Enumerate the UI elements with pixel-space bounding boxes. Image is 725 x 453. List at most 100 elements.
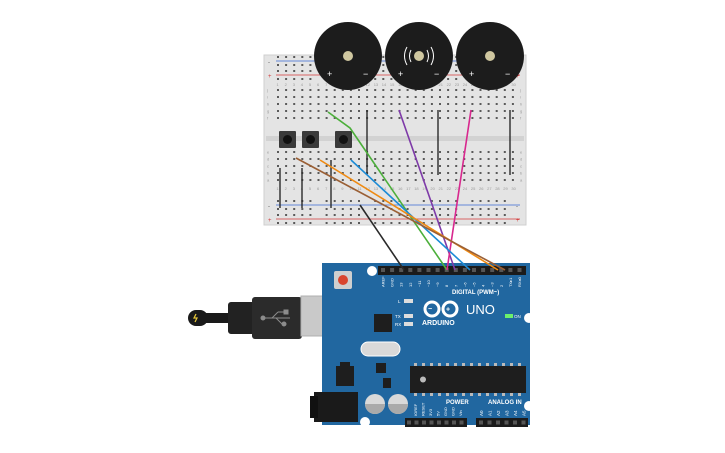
rail-hole bbox=[503, 222, 506, 224]
rail-hole bbox=[495, 208, 498, 210]
grid-hole bbox=[341, 117, 344, 119]
column-number: 2 bbox=[285, 186, 288, 191]
rail-hole bbox=[293, 64, 296, 66]
header-socket[interactable] bbox=[452, 420, 456, 425]
pushbutton-2[interactable] bbox=[302, 131, 319, 148]
header-socket[interactable] bbox=[504, 420, 509, 425]
header-socket[interactable] bbox=[487, 420, 492, 425]
rail-hole bbox=[495, 222, 498, 224]
mounting-hole bbox=[524, 401, 534, 411]
grid-hole bbox=[511, 172, 514, 174]
grid-hole bbox=[430, 151, 433, 153]
digital-pin-label: ~6 bbox=[462, 282, 467, 287]
rail-hole bbox=[309, 78, 312, 80]
rail-hole bbox=[430, 200, 433, 202]
grid-hole bbox=[277, 89, 279, 91]
header-socket[interactable] bbox=[479, 420, 483, 425]
rail-hole bbox=[358, 200, 360, 202]
analog-pin-label: A1 bbox=[488, 410, 493, 416]
grid-hole bbox=[487, 158, 490, 160]
rail-minus-bottom-right: - bbox=[516, 204, 518, 210]
header-socket[interactable] bbox=[414, 420, 419, 425]
capacitor bbox=[388, 394, 408, 414]
grid-hole bbox=[341, 165, 344, 167]
grid-hole bbox=[422, 117, 425, 119]
grid-hole bbox=[358, 179, 360, 181]
header-socket[interactable] bbox=[459, 420, 464, 425]
rail-hole bbox=[455, 214, 458, 216]
header-socket[interactable] bbox=[496, 420, 500, 425]
header-socket[interactable] bbox=[417, 268, 422, 272]
power-header bbox=[405, 418, 467, 427]
header-socket[interactable] bbox=[517, 268, 522, 272]
grid-hole bbox=[390, 158, 393, 160]
dc-power-jack bbox=[314, 392, 358, 422]
header-socket[interactable] bbox=[472, 268, 476, 272]
grid-hole bbox=[293, 89, 296, 91]
led-label-tx: TX bbox=[395, 314, 401, 319]
grid-hole bbox=[471, 158, 474, 160]
chip-pin bbox=[438, 393, 441, 396]
header-socket[interactable] bbox=[490, 268, 495, 272]
rail-hole bbox=[293, 70, 296, 72]
chip-pin bbox=[446, 393, 449, 396]
column-number: 5 bbox=[309, 186, 312, 191]
header-socket[interactable] bbox=[453, 268, 458, 272]
header-socket[interactable] bbox=[390, 268, 395, 272]
header-socket[interactable] bbox=[381, 268, 385, 272]
digital-pin-label: ~9 bbox=[435, 282, 440, 287]
header-socket[interactable] bbox=[481, 268, 486, 272]
grid-hole bbox=[382, 103, 385, 105]
header-socket[interactable] bbox=[462, 268, 467, 272]
grid-hole bbox=[358, 165, 360, 167]
row-letter: j bbox=[266, 88, 268, 93]
pushbutton-1[interactable] bbox=[279, 131, 296, 148]
lightning-icon bbox=[193, 313, 198, 323]
capacitor bbox=[365, 394, 385, 414]
grid-hole bbox=[390, 172, 393, 174]
digital-pwm-label: DIGITAL (PWM~) bbox=[452, 290, 499, 296]
digital-pin-label: 8 bbox=[444, 284, 449, 287]
chip-notch bbox=[420, 376, 426, 383]
grid-hole bbox=[463, 117, 466, 119]
grid-hole bbox=[382, 89, 385, 91]
grid-hole bbox=[301, 117, 304, 119]
header-socket[interactable] bbox=[444, 420, 449, 425]
buzzer-3: + − bbox=[456, 22, 524, 90]
grid-hole bbox=[358, 172, 360, 174]
reset-button[interactable] bbox=[334, 271, 352, 289]
header-socket[interactable] bbox=[437, 420, 441, 425]
chip-pin bbox=[422, 393, 425, 396]
wire-green bbox=[327, 111, 448, 271]
column-number: 25 bbox=[471, 186, 476, 191]
header-socket[interactable] bbox=[422, 420, 426, 425]
header-socket[interactable] bbox=[426, 268, 431, 272]
grid-hole bbox=[479, 179, 482, 181]
grid-hole bbox=[301, 89, 304, 91]
column-number: 3 bbox=[293, 82, 296, 87]
grid-hole bbox=[285, 117, 288, 119]
digital-pin-label: RX◂0 bbox=[517, 276, 522, 287]
header-socket[interactable] bbox=[435, 268, 440, 272]
power-pin-label: 5V bbox=[436, 411, 441, 416]
chip-pin bbox=[470, 363, 473, 366]
header-socket[interactable] bbox=[399, 268, 404, 272]
rail-hole bbox=[398, 214, 401, 216]
header-socket[interactable] bbox=[508, 268, 513, 272]
chip-pin bbox=[518, 393, 521, 396]
column-number: 24 bbox=[463, 82, 468, 87]
header-socket[interactable] bbox=[407, 420, 411, 425]
grid-hole bbox=[471, 172, 474, 174]
header-socket[interactable] bbox=[499, 268, 504, 272]
column-number: 3 bbox=[293, 186, 296, 191]
rail-hole bbox=[479, 208, 482, 210]
pushbutton-3[interactable] bbox=[335, 131, 352, 148]
header-socket[interactable] bbox=[408, 268, 413, 272]
board-model-label: UNO bbox=[466, 302, 495, 317]
header-socket[interactable] bbox=[521, 420, 526, 425]
header-socket[interactable] bbox=[429, 420, 434, 425]
header-socket[interactable] bbox=[513, 420, 517, 425]
grid-hole bbox=[495, 110, 498, 112]
grid-hole bbox=[447, 103, 450, 105]
